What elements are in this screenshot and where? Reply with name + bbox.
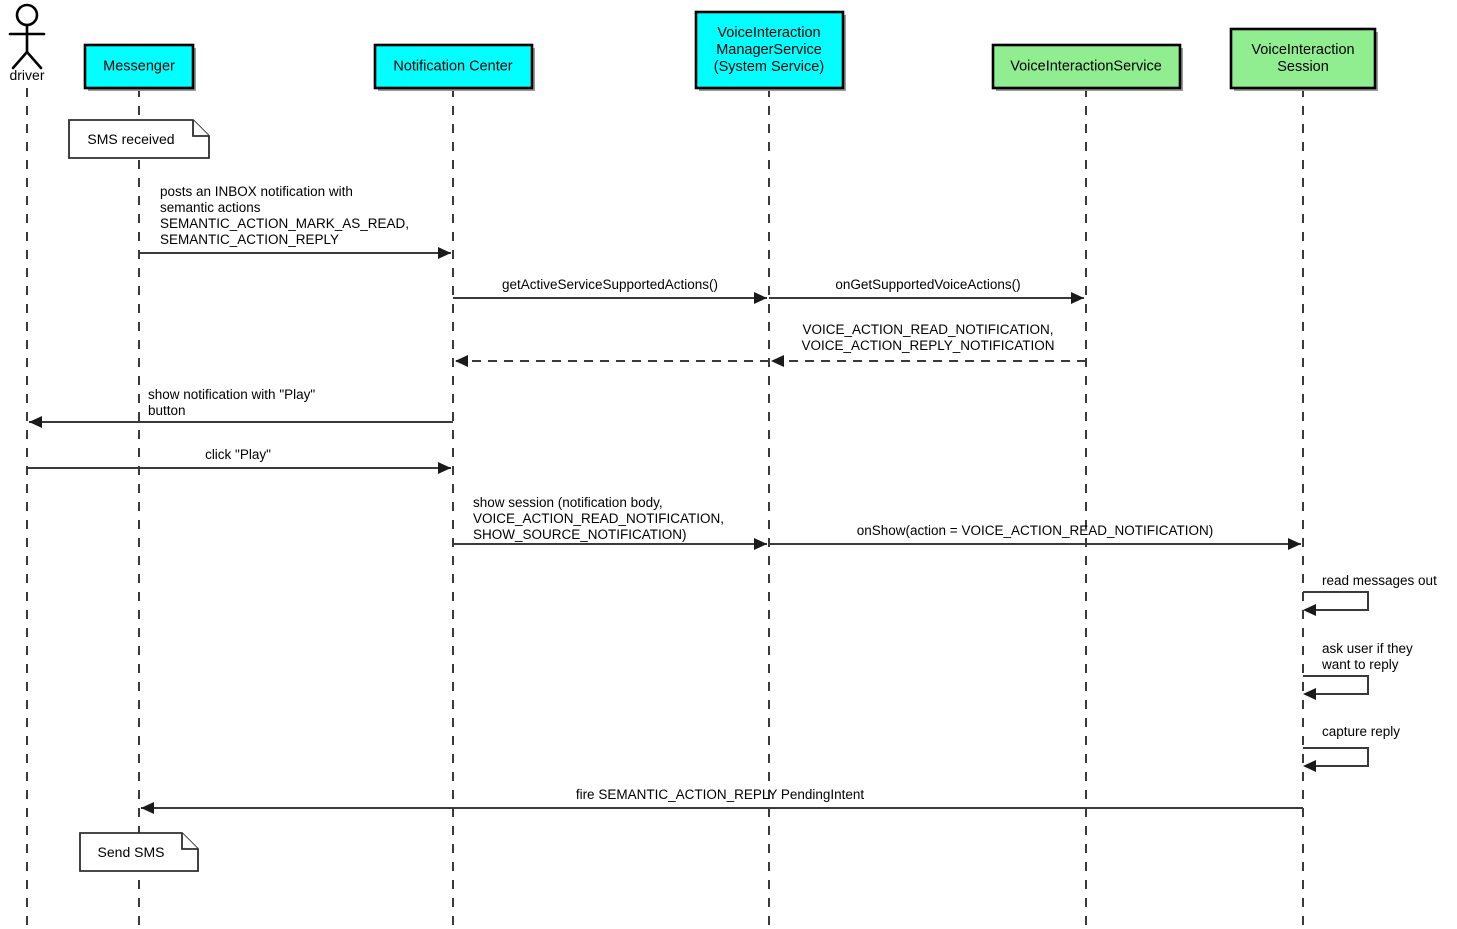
participant-label-line: Session — [1277, 59, 1329, 75]
message-label-line: show session (notification body, — [473, 495, 663, 510]
message-label-line: VOICE_ACTION_REPLY_NOTIFICATION — [801, 338, 1054, 353]
self-call-path — [1303, 747, 1369, 767]
message-label-line: semantic actions — [160, 200, 261, 215]
participant-label-line: (System Service) — [714, 59, 824, 75]
arrow-head-icon — [141, 802, 154, 814]
self-capture-reply: capture reply — [1303, 724, 1400, 772]
actor-head-icon — [15, 3, 39, 27]
message-label-line: click "Play" — [205, 447, 271, 462]
arrow-head-icon — [29, 416, 42, 428]
messages-layer: posts an INBOX notification withsemantic… — [27, 184, 1303, 814]
participants-layer: Messenger Notification Center VoiceInterac… — [83, 10, 1378, 91]
msg-get-active-service-supported-actions: getActiveServiceSupportedActions() — [453, 277, 767, 304]
actor-label-driver: driver — [9, 67, 44, 83]
participant-label-line: VoiceInteractionService — [1010, 58, 1162, 74]
arrow-head-icon — [1303, 688, 1316, 700]
participant-box-rect[interactable] — [694, 10, 845, 90]
message-label-line: VOICE_ACTION_READ_NOTIFICATION, — [473, 511, 724, 526]
note-shape — [79, 832, 199, 872]
msg-show-session: show session (notification body,VOICE_AC… — [453, 495, 767, 550]
message-label-line: show notification with "Play" — [148, 387, 315, 402]
msg-return-voice-actions-to-manager: VOICE_ACTION_READ_NOTIFICATION,VOICE_ACT… — [771, 322, 1086, 367]
self-call-path — [1303, 591, 1369, 611]
participant-box-rect[interactable] — [1229, 27, 1377, 90]
actor-leg-left-icon — [11, 50, 29, 70]
participant-messenger[interactable]: Messenger — [83, 43, 196, 91]
msg-click-play: click "Play" — [27, 447, 451, 474]
self-call-label-line: ask user if they — [1322, 641, 1413, 656]
participant-label-line: VoiceInteraction — [1251, 42, 1354, 58]
participant-box-rect[interactable] — [991, 43, 1182, 90]
lifelines-layer — [26, 88, 1304, 929]
message-label-line: onShow(action = VOICE_ACTION_READ_NOTIFI… — [857, 523, 1213, 538]
msg-post-notification: posts an INBOX notification withsemantic… — [139, 184, 451, 259]
message-label-line: onGetSupportedVoiceActions() — [835, 277, 1020, 292]
msg-show-notification-with-play-button: show notification with "Play"button — [29, 387, 453, 428]
arrow-head-icon — [438, 247, 451, 259]
note-sms-received: SMS received — [68, 119, 210, 159]
msg-fire-pending-intent: fire SEMANTIC_ACTION_REPLY PendingIntent — [141, 787, 1303, 814]
message-label-line: fire SEMANTIC_ACTION_REPLY PendingIntent — [576, 787, 865, 802]
self-call-path — [1303, 675, 1369, 695]
arrow-head-icon — [1303, 760, 1316, 772]
arrow-head-icon — [455, 355, 468, 367]
arrow-head-icon — [1071, 292, 1084, 304]
message-label-line: VOICE_ACTION_READ_NOTIFICATION, — [802, 322, 1053, 337]
message-label-line: SEMANTIC_ACTION_REPLY — [160, 232, 339, 247]
self-call-label-line: want to reply — [1321, 657, 1399, 672]
note-text: Send SMS — [98, 844, 165, 860]
self-call-label-line: read messages out — [1322, 573, 1437, 588]
arrow-head-icon — [754, 538, 767, 550]
note-fold-corner — [181, 833, 198, 850]
message-label-line: button — [148, 403, 186, 418]
arrow-head-icon — [754, 292, 767, 304]
participant-notification-center[interactable]: Notification Center — [373, 43, 535, 91]
actor-leg-right-icon — [25, 50, 43, 70]
arrow-head-icon — [1303, 604, 1316, 616]
arrow-head-icon — [1288, 538, 1301, 550]
arrow-head-icon — [438, 462, 451, 474]
self-call-label-line: capture reply — [1322, 724, 1400, 739]
message-label-line: posts an INBOX notification with — [160, 184, 353, 199]
participant-label-line: Messenger — [103, 58, 175, 74]
message-label-line: SHOW_SOURCE_NOTIFICATION) — [473, 527, 687, 542]
participant-box-rect[interactable] — [373, 43, 534, 90]
msg-on-show: onShow(action = VOICE_ACTION_READ_NOTIFI… — [769, 523, 1301, 550]
note-send-sms: Send SMS — [79, 832, 199, 872]
message-label-line: getActiveServiceSupportedActions() — [502, 277, 718, 292]
msg-on-get-supported-voice-actions: onGetSupportedVoiceActions() — [769, 277, 1084, 304]
participant-label-line: VoiceInteraction — [717, 25, 820, 41]
note-text: SMS received — [87, 131, 174, 147]
message-label-line: SEMANTIC_ACTION_MARK_AS_READ, — [160, 216, 409, 231]
arrow-head-icon — [771, 355, 784, 367]
participant-voice-interaction-service[interactable]: VoiceInteractionService — [991, 43, 1183, 91]
self-read-messages-out: read messages out — [1303, 573, 1437, 616]
note-fold-corner — [192, 120, 209, 137]
participant-label-line: Notification Center — [393, 58, 512, 74]
participant-box-rect[interactable] — [83, 43, 195, 90]
actor-driver: driver — [8, 3, 46, 83]
participant-label-line: ManagerService — [716, 42, 822, 58]
msg-return-voice-actions-to-notification-center — [455, 355, 769, 367]
note-shape — [68, 119, 210, 159]
actors-layer: driver — [8, 3, 46, 83]
